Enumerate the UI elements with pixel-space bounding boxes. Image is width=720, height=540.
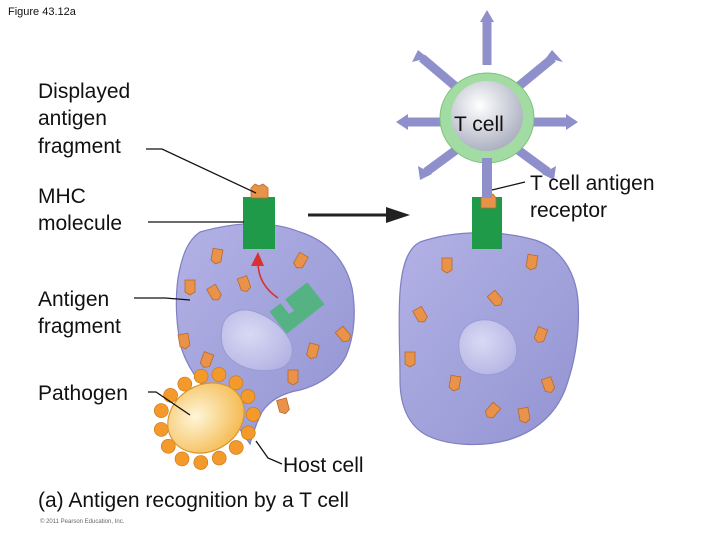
nucleus-right xyxy=(458,319,518,376)
label-antigen-fragment: Antigen fragment xyxy=(38,288,121,339)
t-cell-core xyxy=(451,81,523,151)
antigen-fragments-left xyxy=(177,247,352,415)
host-cell-right xyxy=(398,232,580,446)
pathogen xyxy=(153,367,261,470)
transition-arrow xyxy=(308,207,410,223)
red-arrowhead xyxy=(251,252,264,266)
leader-pathogen xyxy=(148,391,191,416)
antigen-fragments-right xyxy=(404,253,556,424)
label-t-cell-antigen-receptor: T cell antigen receptor xyxy=(530,172,655,223)
mhc-internal xyxy=(269,282,325,334)
leader-host-cell xyxy=(255,440,283,465)
pathogen-body xyxy=(167,382,245,454)
label-mhc-molecule: MHC molecule xyxy=(38,185,123,236)
copyright-notice: © 2011 Pearson Education, Inc. xyxy=(40,519,125,525)
leader-antigen-fragment xyxy=(134,297,191,301)
leader-receptor xyxy=(491,181,526,191)
label-t-cell: T cell xyxy=(454,113,504,136)
mhc-molecule-left xyxy=(243,197,275,249)
label-host-cell: Host cell xyxy=(283,454,364,477)
leader-displayed-antigen xyxy=(146,148,257,194)
t-cell-spike-caps xyxy=(396,10,578,180)
figure-number: Figure 43.12a xyxy=(8,6,76,18)
nucleus-left xyxy=(220,309,293,372)
displayed-antigen-fragment-left xyxy=(250,183,269,199)
t-cell xyxy=(396,10,578,198)
figure-caption: (a) Antigen recognition by a T cell xyxy=(38,489,349,512)
label-pathogen: Pathogen xyxy=(38,382,128,405)
leader-lines xyxy=(134,148,526,465)
t-cell-spikes xyxy=(404,18,570,176)
label-displayed-antigen-fragment: Displayed antigen fragment xyxy=(38,80,131,158)
t-cell-receptor-stalk xyxy=(482,158,492,198)
